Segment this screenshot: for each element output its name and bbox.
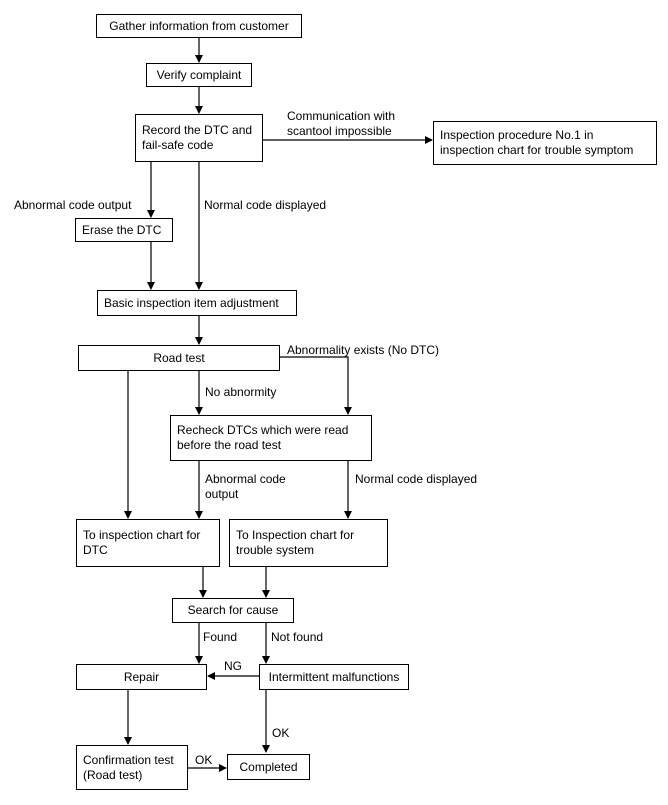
node-erase-dtc: Erase the DTC (75, 218, 173, 242)
label-abnormal-code-output: Abnormal code output (14, 198, 132, 212)
node-confirmation-test: Confirmation test (Road test) (76, 745, 188, 790)
label-not-found: Not found (271, 630, 324, 644)
node-completed: Completed (227, 754, 310, 780)
node-road-test: Road test (78, 345, 280, 371)
label-ng: NG (224, 659, 242, 673)
node-record-dtc: Record the DTC and fail-safe code (135, 114, 263, 162)
arrow-roadtest-abnormality (280, 356, 352, 415)
label-ok-intermittent: OK (272, 726, 290, 740)
label-abnormal-code-output-2: Abnormal code output (205, 472, 286, 501)
node-chart-trouble-system: To Inspection chart for trouble system (229, 519, 388, 567)
label-normal-code-displayed: Normal code displayed (204, 198, 327, 212)
node-basic-inspection: Basic inspection item adjustment (97, 290, 297, 316)
label-no-abnormity: No abnormity (205, 385, 277, 399)
node-repair: Repair (76, 664, 207, 690)
node-inspection-procedure-no1: Inspection procedure No.1 in inspection … (433, 121, 657, 165)
label-ok-confirmation: OK (195, 753, 213, 767)
node-gather-info: Gather information from customer (96, 14, 302, 38)
node-verify-complaint: Verify complaint (146, 63, 252, 87)
label-found: Found (203, 630, 238, 644)
label-normal-code-displayed-2: Normal code displayed (355, 472, 478, 486)
label-abnormality-exists: Abnormality exists (No DTC) (287, 343, 440, 357)
node-intermittent-malfunctions: Intermittent malfunctions (259, 664, 409, 690)
node-chart-dtc: To inspection chart for DTC (76, 519, 220, 567)
label-comm-impossible: Communication with scantool impossible (287, 109, 396, 138)
node-recheck-dtcs: Recheck DTCs which were read before the … (170, 415, 372, 461)
node-search-cause: Search for cause (172, 598, 294, 623)
